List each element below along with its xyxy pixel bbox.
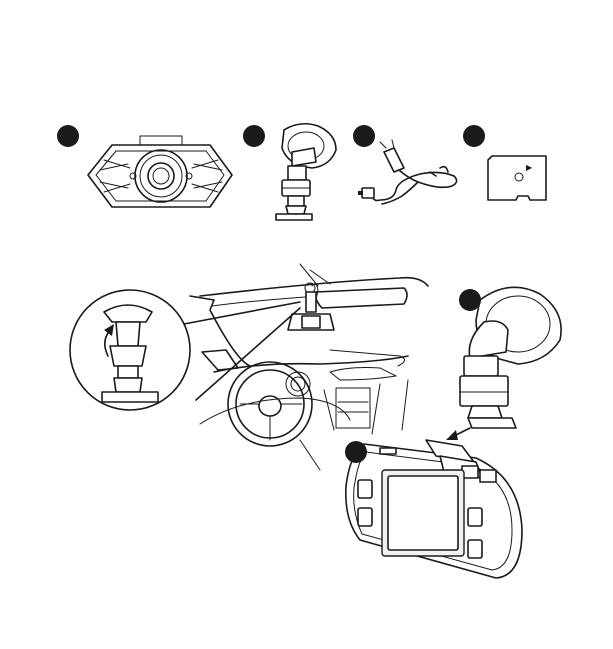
mount-marker <box>243 125 265 147</box>
sdcard-marker <box>463 125 485 147</box>
suction-mount-icon <box>276 124 336 220</box>
zoom-detail-icon <box>70 290 300 410</box>
charger-marker <box>353 125 375 147</box>
car-charger-icon <box>358 140 457 204</box>
camera-rear-icon <box>346 440 522 578</box>
attach-arrow-icon <box>446 428 470 440</box>
dash-camera-icon <box>88 136 232 207</box>
play-triangle-icon: ▶ <box>526 163 533 172</box>
mount-step-marker <box>459 289 481 311</box>
mirror-mount-icon <box>288 283 407 330</box>
camera-marker <box>57 125 79 147</box>
camera-step-marker <box>345 441 367 463</box>
microsd-card-icon: ▶ <box>488 156 546 200</box>
